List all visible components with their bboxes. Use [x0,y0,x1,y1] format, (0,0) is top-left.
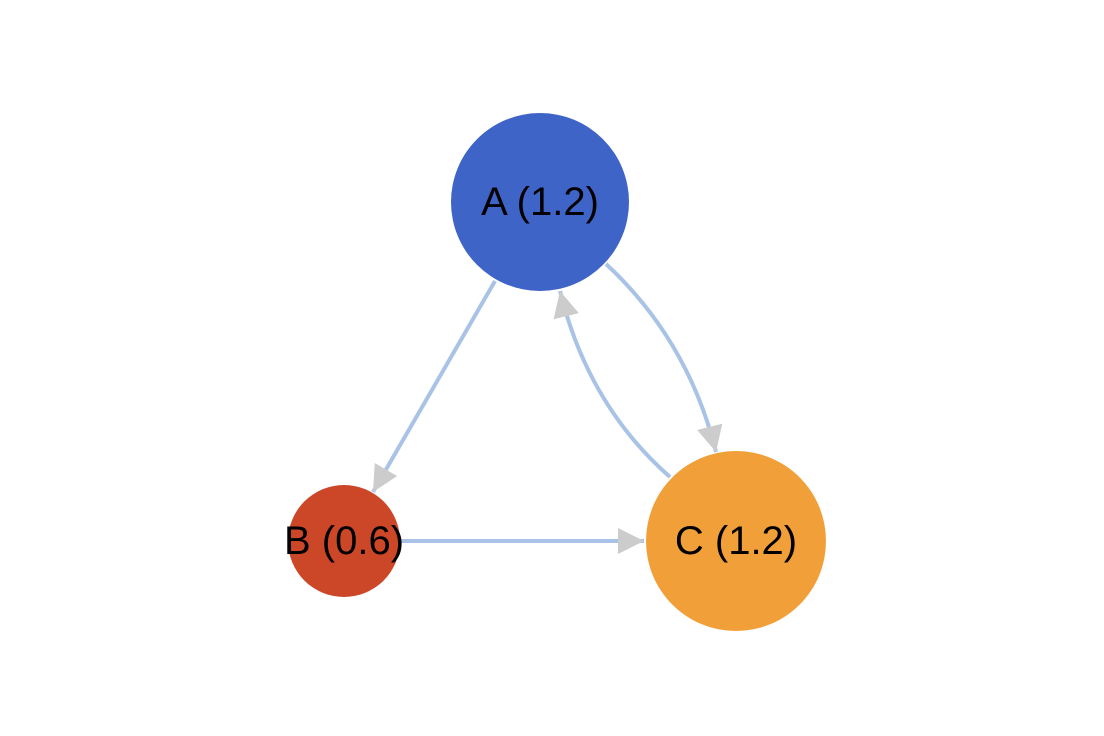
node-c-circle [646,451,826,631]
node-b-circle [288,485,400,597]
labels-layer: A (1.2) B (0.6) C (1.2) [284,180,797,563]
edge-a-to-b [371,279,497,494]
node-b [288,485,400,597]
edge-c-to-a [553,290,672,479]
node-a-label: A (1.2) [481,180,599,224]
node-c-label: C (1.2) [675,519,797,563]
node-a [451,113,629,291]
edges-layer [371,262,723,554]
nodes-layer [288,113,826,631]
node-c [646,451,826,631]
edge-a-to-c [604,262,723,453]
node-b-label: B (0.6) [284,519,404,563]
node-a-circle [451,113,629,291]
